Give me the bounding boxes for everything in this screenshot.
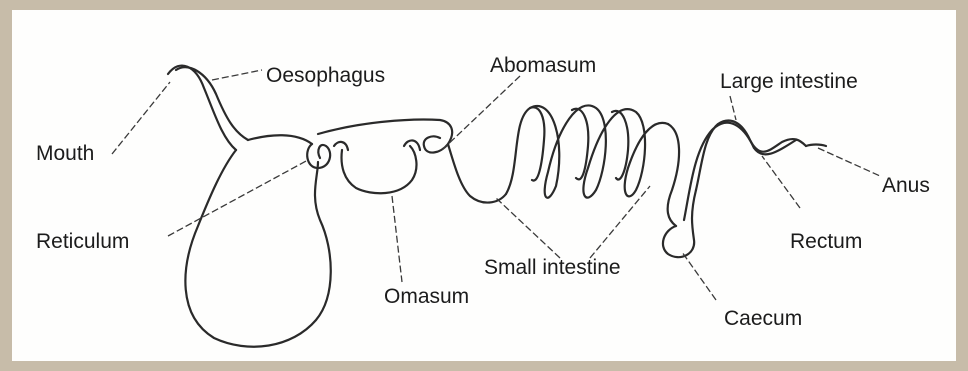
abomasum-lower: [448, 144, 506, 203]
oesophagus-tube: [168, 66, 236, 150]
label-anus: Anus: [882, 174, 930, 197]
pointer-mouth: [112, 82, 170, 154]
label-omasum: Omasum: [384, 285, 469, 308]
small-intestine-tail: [668, 124, 679, 226]
pointer-oesophagus: [212, 70, 262, 80]
omasum-neck-left: [334, 142, 348, 150]
rumen-sac: [185, 150, 330, 347]
pointer-omasum: [392, 196, 402, 282]
pointer-large-intestine: [730, 96, 736, 120]
label-small-intestine: Small intestine: [484, 256, 621, 279]
label-large-intestine: Large intestine: [720, 70, 858, 93]
pointer-reticulum: [168, 160, 308, 236]
pointer-caecum: [682, 252, 716, 300]
label-reticulum: Reticulum: [36, 230, 129, 253]
rumen-top-edge: [248, 135, 312, 144]
label-abomasum: Abomasum: [490, 54, 596, 77]
abomasum: [318, 120, 452, 153]
pointer-anus: [818, 148, 880, 176]
label-caecum: Caecum: [724, 307, 802, 330]
label-mouth: Mouth: [36, 142, 94, 165]
pointer-rectum: [762, 156, 800, 208]
oesophagus-tube-inner: [176, 67, 248, 140]
pointer-abomasum: [442, 76, 520, 150]
omasum-sac: [342, 146, 417, 193]
label-rectum: Rectum: [790, 230, 862, 253]
rectum: [806, 145, 826, 147]
label-oesophagus: Oesophagus: [266, 64, 385, 87]
small-intestine-coils-inner: [530, 107, 628, 180]
